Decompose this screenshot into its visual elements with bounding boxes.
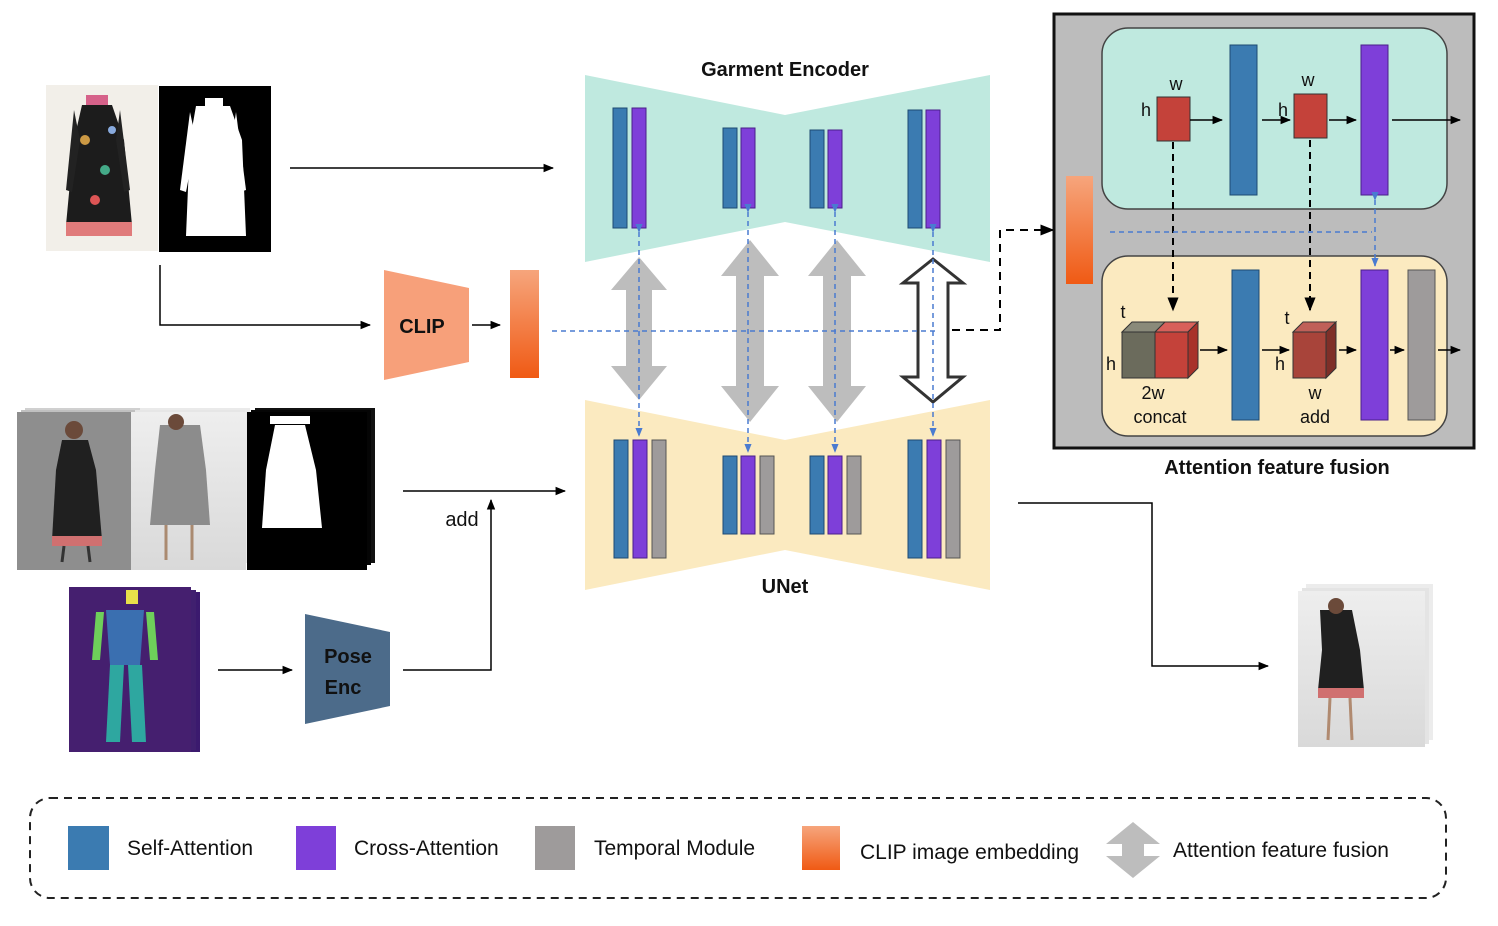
cross-attention-block — [827, 129, 843, 209]
add-cube — [1291, 320, 1338, 380]
diagram-label: w — [1169, 74, 1184, 94]
clip-embedding-swatch — [802, 826, 840, 870]
self-attention-block — [722, 127, 738, 209]
temporal-module-block — [759, 455, 775, 535]
unet: UNet — [585, 400, 990, 598]
legend-attention-fusion: Attention feature fusion — [1173, 839, 1389, 862]
blue-dashed-connectors — [552, 203, 937, 453]
garment-encoder: Garment Encoder — [585, 59, 990, 262]
clip-encoder: CLIP — [384, 270, 469, 380]
temporal-module-swatch — [535, 826, 575, 870]
diagram-label: 2w — [1141, 383, 1165, 403]
cross-attention-swatch — [296, 826, 336, 870]
diagram-label: h — [1141, 100, 1151, 120]
legend: Self-Attention Cross-Attention Temporal … — [29, 797, 1447, 899]
self-attention-block — [722, 455, 738, 535]
diagram-label: concat — [1133, 407, 1186, 427]
self-attention-block — [809, 455, 825, 535]
attention-fusion-panel: w h w h t h 2w concat t h w add — [1052, 12, 1476, 450]
clip-embedding-panel-block — [1066, 176, 1093, 284]
cross-attention-block — [925, 109, 941, 229]
diagram-label: w — [1308, 383, 1323, 403]
garment-mask-image — [159, 86, 271, 252]
agnostic-mask-frames — [247, 408, 375, 570]
legend-clip-embedding: CLIP image embedding — [860, 841, 1079, 864]
unet-title: UNet — [762, 576, 809, 598]
clip-label: CLIP — [399, 316, 445, 338]
pose-label-line1: Pose — [324, 646, 372, 668]
pose-label-line2: Enc — [325, 677, 362, 699]
person-video-frames — [17, 408, 143, 570]
self-attention-block — [613, 439, 629, 559]
diagram-label: add — [1300, 407, 1330, 427]
temporal-module-block — [651, 439, 667, 559]
self-attention-block — [809, 129, 825, 209]
diagram-label: h — [1275, 354, 1285, 374]
cross-attention-block — [827, 455, 843, 535]
garment-image — [46, 85, 158, 251]
fusion-panel-title: Attention feature fusion — [1164, 457, 1390, 479]
diagram-label: w — [1301, 70, 1316, 90]
pose-encoder: Pose Enc — [305, 614, 390, 724]
double-arrow-icon — [1106, 822, 1160, 878]
self-attention-swatch — [68, 826, 109, 870]
diagram-label: h — [1278, 100, 1288, 120]
pose-video-frames — [69, 587, 200, 752]
diagram-label: t — [1284, 308, 1289, 328]
cross-attention-block — [926, 439, 942, 559]
add-label: add — [445, 509, 478, 531]
temporal-module-block — [945, 439, 961, 559]
flow-arrows — [159, 163, 1270, 675]
legend-temporal-module: Temporal Module — [594, 837, 755, 860]
cross-attention-block — [632, 439, 648, 559]
cross-attention-block — [740, 127, 756, 209]
cross-attention-block — [740, 455, 756, 535]
temporal-module-block — [846, 455, 862, 535]
concat-cube — [1120, 320, 1200, 380]
clip-image-embedding — [510, 270, 539, 378]
garment-encoder-title: Garment Encoder — [701, 59, 869, 81]
self-attention-block — [907, 439, 923, 559]
agnostic-video-frames — [131, 408, 250, 570]
legend-self-attention: Self-Attention — [127, 837, 253, 860]
cross-attention-block — [631, 107, 647, 229]
self-attention-block — [907, 109, 923, 229]
output-video-frames — [1298, 584, 1433, 747]
diagram-label: h — [1106, 354, 1116, 374]
diagram-label: t — [1120, 302, 1125, 322]
legend-cross-attention: Cross-Attention — [354, 837, 499, 860]
self-attention-block — [612, 107, 628, 229]
